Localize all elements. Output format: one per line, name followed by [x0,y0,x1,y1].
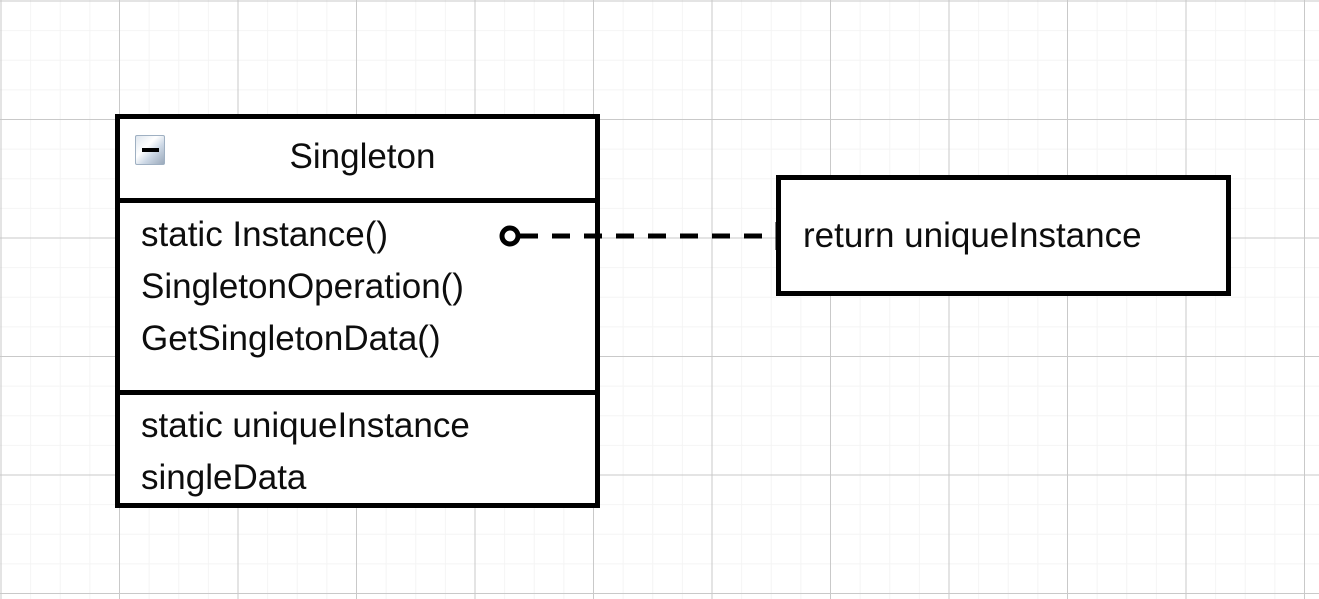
class-title-compartment: Singleton [120,119,595,198]
class-name-label: Singleton [289,137,436,176]
method-item: SingletonOperation() [141,267,464,306]
uml-class-singleton[interactable]: Singleton static Instance() SingletonOpe… [115,114,600,508]
attribute-list: static uniqueInstance singleData [141,400,470,504]
method-item: GetSingletonData() [141,319,441,358]
note-text-label: return uniqueInstance [803,215,1142,255]
class-attributes-compartment: static uniqueInstance singleData [120,390,595,503]
attribute-item: singleData [141,458,307,497]
attribute-item: static uniqueInstance [141,406,470,445]
minus-collapse-icon[interactable] [135,135,165,165]
method-list: static Instance() SingletonOperation() G… [141,209,464,365]
uml-note-box[interactable]: return uniqueInstance [776,175,1231,296]
method-item: static Instance() [141,215,389,254]
note-anchor-connector[interactable] [490,214,790,259]
hollow-circle-endpoint [499,225,521,247]
